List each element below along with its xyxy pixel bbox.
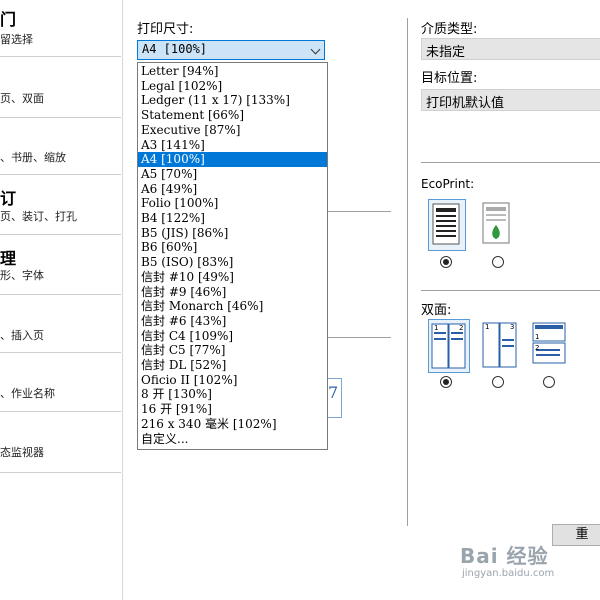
print-size-option[interactable]: Legal [102%] <box>141 78 223 93</box>
destination-label: 目标位置: <box>421 71 478 86</box>
print-size-option[interactable]: Oficio II [102%] <box>141 372 238 387</box>
column-divider <box>407 18 408 526</box>
print-size-option[interactable]: Folio [100%] <box>141 196 219 211</box>
sidebar-item-title: 订 <box>0 189 17 208</box>
sidebar-item-publishing[interactable]: 、插入页 <box>0 295 121 353</box>
sidebar-item-subtitle: 、作业名称 <box>0 387 55 400</box>
sidebar-item-quick-print[interactable]: 门 留选择 <box>0 0 121 57</box>
print-size-option[interactable]: 16 开 [91%] <box>141 402 212 417</box>
print-size-option[interactable]: Statement [66%] <box>141 108 245 123</box>
sidebar-item-subtitle: 页、装订、打孔 <box>0 210 77 223</box>
reset-button[interactable]: 重 <box>552 524 600 546</box>
duplex-long-edge-icon[interactable]: 1 2 <box>428 319 470 373</box>
ecoprint-on-radio[interactable] <box>492 256 504 268</box>
svg-text:3: 3 <box>510 323 514 331</box>
section-divider <box>421 162 600 163</box>
print-size-option[interactable]: B4 [122%] <box>141 211 205 225</box>
svg-text:2: 2 <box>459 324 463 332</box>
svg-text:1: 1 <box>434 324 438 332</box>
duplex-flip-icon: 1 3 <box>482 322 517 368</box>
document-icon <box>432 203 460 245</box>
svg-text:2: 2 <box>535 344 539 352</box>
eco-document-icon <box>482 202 510 244</box>
sidebar-item-subtitle: 形、字体 <box>0 269 44 282</box>
watermark-logo: Bai 经验 <box>460 544 549 568</box>
print-size-option[interactable]: 信封 #10 [49%] <box>141 269 234 284</box>
duplex-book-flip-icon[interactable]: 1 3 <box>480 319 520 371</box>
print-size-option[interactable]: 信封 Monarch [46%] <box>141 299 264 314</box>
sidebar-item-finishing[interactable]: 订 页、装订、打孔 <box>0 175 121 235</box>
section-divider <box>421 290 600 291</box>
duplex-book-icon: 1 2 <box>431 323 466 369</box>
print-size-option[interactable]: 信封 #6 [43%] <box>141 313 227 328</box>
svg-text:1: 1 <box>535 333 539 341</box>
print-size-option[interactable]: A6 [49%] <box>141 181 198 196</box>
print-size-option[interactable]: 216 x 340 毫米 [102%] <box>141 416 277 431</box>
sidebar-item-layout[interactable]: 、书册、缩放 <box>0 118 121 175</box>
print-size-value: A4 [100%] <box>142 42 208 56</box>
destination-value: 打印机默认值 <box>426 96 505 111</box>
svg-text:1: 1 <box>485 323 489 331</box>
sidebar-item-imaging[interactable]: 理 形、字体 <box>0 235 121 295</box>
print-size-option[interactable]: A4 [100%] <box>138 152 327 167</box>
sidebar-item-subtitle: 留选择 <box>0 33 33 46</box>
ecoprint-off-icon[interactable] <box>428 199 466 251</box>
sidebar-item-job[interactable]: 、作业名称 <box>0 353 121 412</box>
sidebar-item-advanced[interactable]: 态监视器 <box>0 412 121 473</box>
print-size-option[interactable]: Letter [94%] <box>141 64 219 78</box>
duplex-short-edge-icon[interactable]: 1 2 <box>530 319 570 371</box>
duplex-short-edge-radio[interactable] <box>543 376 555 388</box>
media-type-value: 未指定 <box>426 45 466 60</box>
print-size-option[interactable]: 信封 DL [52%] <box>141 358 227 372</box>
watermark-url: jingyan.baidu.com <box>462 568 555 579</box>
destination-select[interactable]: 打印机默认值 <box>421 89 600 111</box>
sidebar-item-subtitle: 、插入页 <box>0 329 44 342</box>
print-size-option[interactable]: B6 [60%] <box>141 240 198 255</box>
print-size-dropdown-list[interactable]: Letter [94%]Legal [102%]Ledger (11 x 17)… <box>137 62 328 450</box>
chevron-down-icon <box>310 44 321 55</box>
print-size-option[interactable]: 自定义... <box>141 431 189 446</box>
duplex-label: 双面: <box>421 303 452 318</box>
ecoprint-label: EcoPrint: <box>421 177 475 191</box>
print-size-select[interactable]: A4 [100%] <box>137 40 325 60</box>
print-size-option[interactable]: 8 开 [130%] <box>141 387 212 402</box>
duplex-tablet-icon: 1 2 <box>532 322 566 364</box>
print-size-option[interactable]: 信封 C4 [109%] <box>141 328 234 343</box>
print-size-option[interactable]: A5 [70%] <box>141 166 198 181</box>
media-type-label: 介质类型: <box>421 22 478 37</box>
ecoprint-off-radio[interactable] <box>440 256 452 268</box>
print-size-label: 打印尺寸: <box>137 22 194 37</box>
sidebar-item-title: 理 <box>0 249 17 268</box>
preview-thumbnail: 7 <box>326 378 342 418</box>
print-size-option[interactable]: 信封 #9 [46%] <box>141 284 227 299</box>
sidebar-item-title: 门 <box>0 10 17 29</box>
media-type-select[interactable]: 未指定 <box>421 38 600 60</box>
sidebar-item-subtitle: 页、双面 <box>0 92 44 105</box>
print-size-option[interactable]: B5 (ISO) [83%] <box>141 255 234 270</box>
sidebar-item-subtitle: 态监视器 <box>0 446 44 459</box>
duplex-book-radio[interactable] <box>492 376 504 388</box>
print-size-option[interactable]: B5 (JIS) [86%] <box>141 225 229 240</box>
duplex-long-edge-radio[interactable] <box>440 376 452 388</box>
sidebar-item-subtitle: 、书册、缩放 <box>0 151 66 164</box>
print-size-option[interactable]: Executive [87%] <box>141 122 241 137</box>
sidebar-item-basic[interactable]: 页、双面 <box>0 57 121 118</box>
preview-glyph: 7 <box>328 383 339 402</box>
print-size-option[interactable]: A3 [141%] <box>141 137 205 152</box>
print-size-option[interactable]: 信封 C5 [77%] <box>141 343 226 358</box>
ecoprint-on-icon[interactable] <box>479 199 515 249</box>
print-size-option[interactable]: Ledger (11 x 17) [133%] <box>141 93 290 108</box>
sidebar: 门 留选择 页、双面 、书册、缩放 订 页、装订、打孔 理 形、字体 、插入页 … <box>0 0 123 600</box>
